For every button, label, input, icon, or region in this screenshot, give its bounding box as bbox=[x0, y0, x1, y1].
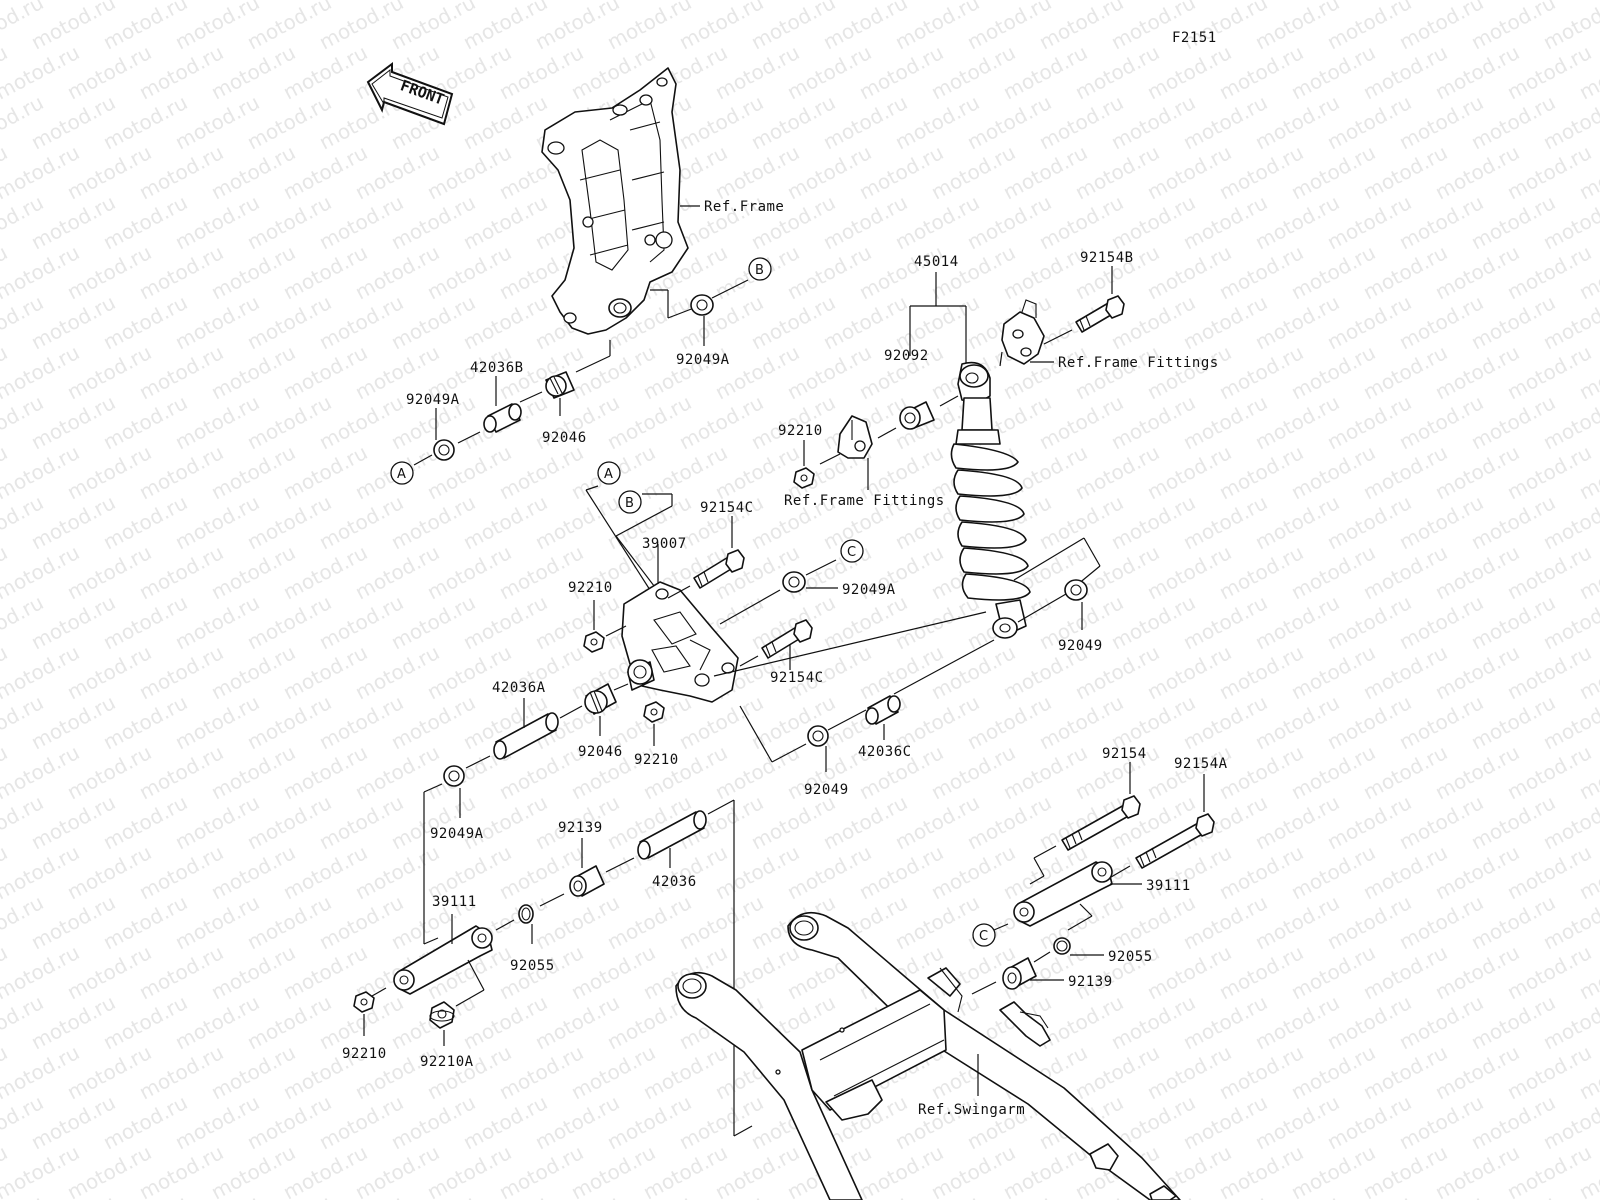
washer-92049-lower bbox=[807, 725, 829, 747]
figure-code: F2151 bbox=[1172, 30, 1217, 46]
washer-92049a-lower-left bbox=[443, 765, 465, 787]
label-92210a: 92210A bbox=[420, 1054, 474, 1070]
svg-text:C: C bbox=[979, 929, 988, 944]
svg-text:C: C bbox=[847, 545, 856, 560]
label-92154c-2: 92154C bbox=[770, 670, 824, 686]
frame-fittings-bracket-upper bbox=[1001, 299, 1045, 365]
svg-text:B: B bbox=[625, 496, 634, 511]
label-39111-1: 39111 bbox=[432, 894, 477, 910]
callout-a-left: A bbox=[390, 461, 414, 485]
washer-92049a-center bbox=[782, 571, 806, 593]
callout-c-center: C bbox=[840, 539, 864, 563]
label-42036: 42036 bbox=[652, 874, 697, 890]
svg-text:B: B bbox=[755, 263, 764, 278]
label-92049a-3: 92049A bbox=[842, 582, 896, 598]
nut-92210-center bbox=[583, 631, 605, 653]
label-92154c-1: 92154C bbox=[700, 500, 754, 516]
needle-bearing-92046-lower bbox=[584, 683, 617, 715]
ref-frame-fittings-upper-label: Ref.Frame Fittings bbox=[1058, 355, 1219, 371]
rocker-arm-39007 bbox=[621, 581, 739, 703]
label-42036b: 42036B bbox=[470, 360, 524, 376]
label-92049a-1: 92049A bbox=[676, 352, 730, 368]
bolt-92154c-lower bbox=[761, 619, 813, 659]
tie-rod-39111-left bbox=[393, 925, 493, 995]
callout-b-upper: B bbox=[748, 257, 772, 281]
tie-rod-39111-right bbox=[1013, 861, 1113, 927]
label-92139-2: 92139 bbox=[1068, 974, 1113, 990]
label-92154a: 92154A bbox=[1174, 756, 1228, 772]
label-92210-2: 92210 bbox=[568, 580, 613, 596]
svg-text:A: A bbox=[604, 467, 613, 482]
label-92092: 92092 bbox=[884, 348, 929, 364]
collar-42036 bbox=[637, 810, 707, 860]
callout-a-center: A bbox=[597, 461, 621, 485]
callout-c-lower: C bbox=[972, 923, 996, 947]
label-92049a-2: 92049A bbox=[406, 392, 460, 408]
label-92049-2: 92049 bbox=[804, 782, 849, 798]
o-ring-92055-right bbox=[1053, 937, 1071, 955]
ref-swingarm-label: Ref.Swingarm bbox=[918, 1102, 1025, 1118]
label-92046-1: 92046 bbox=[542, 430, 587, 446]
label-45014: 45014 bbox=[914, 254, 959, 270]
label-92154b: 92154B bbox=[1080, 250, 1134, 266]
callout-b-center: B bbox=[618, 490, 642, 514]
bolt-92154 bbox=[1061, 795, 1141, 851]
washer-92049a-upper-left bbox=[433, 439, 455, 461]
label-92055-2: 92055 bbox=[1108, 949, 1153, 965]
bolt-92154b bbox=[1075, 295, 1125, 333]
washer-92049-right bbox=[1064, 579, 1088, 601]
flange-nut-92210a bbox=[429, 1001, 455, 1029]
ref-frame-fittings-lower-label: Ref.Frame Fittings bbox=[784, 493, 945, 509]
nut-92210-upper bbox=[793, 467, 815, 489]
label-92154: 92154 bbox=[1102, 746, 1147, 762]
bushing-92139-left bbox=[569, 865, 605, 897]
label-92210-4: 92210 bbox=[342, 1046, 387, 1062]
o-ring-92055-left bbox=[518, 904, 534, 924]
svg-text:A: A bbox=[397, 467, 406, 482]
label-39111-2: 39111 bbox=[1146, 878, 1191, 894]
ref-frame-label: Ref.Frame bbox=[704, 199, 784, 215]
bolt-92154c-upper bbox=[693, 549, 745, 589]
collar-42036a bbox=[493, 712, 559, 760]
label-92055-1: 92055 bbox=[510, 958, 555, 974]
label-42036c: 42036C bbox=[858, 744, 912, 760]
nut-92210-center-lower bbox=[643, 701, 665, 723]
label-39007: 39007 bbox=[642, 536, 687, 552]
nut-92210-lower-left bbox=[353, 991, 375, 1013]
collar-42036b bbox=[483, 403, 522, 433]
bolt-92154a bbox=[1135, 813, 1215, 869]
frame-fittings-bracket-lower bbox=[837, 415, 873, 459]
watermark-text: motod.ru bbox=[1575, 0, 1600, 4]
collar-42036c bbox=[865, 695, 901, 725]
label-42036a: 42036A bbox=[492, 680, 546, 696]
label-92049a-4: 92049A bbox=[430, 826, 484, 842]
label-92046-2: 92046 bbox=[578, 744, 623, 760]
swingarm-illustration bbox=[675, 911, 1181, 1200]
label-92139-1: 92139 bbox=[558, 820, 603, 836]
rear-shock-absorber-45014 bbox=[950, 361, 1031, 639]
washer-92049a-upper-right bbox=[690, 294, 714, 316]
frame-illustration bbox=[541, 67, 689, 335]
collar-92092 bbox=[899, 401, 935, 430]
label-92210-3: 92210 bbox=[634, 752, 679, 768]
needle-bearing-92046-upper bbox=[545, 371, 575, 399]
label-92210-1: 92210 bbox=[778, 423, 823, 439]
label-92049-1: 92049 bbox=[1058, 638, 1103, 654]
bushing-92139-right bbox=[1002, 957, 1037, 990]
